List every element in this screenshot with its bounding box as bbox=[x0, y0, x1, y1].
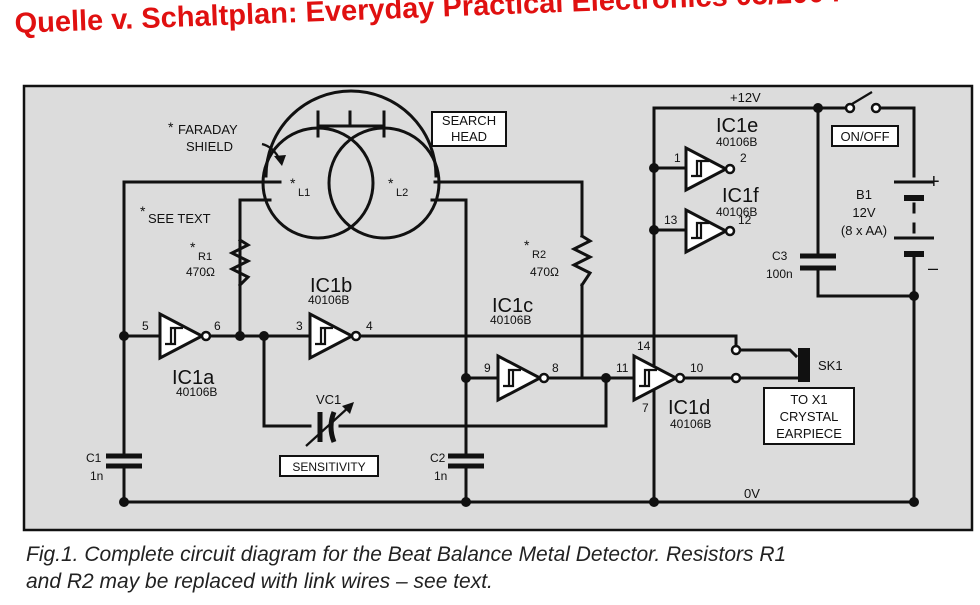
ic1e-label: IC1e bbox=[716, 115, 758, 137]
r1-asterisk: * bbox=[190, 239, 196, 255]
earpiece-line2: CRYSTAL bbox=[780, 409, 839, 424]
sk1-label: SK1 bbox=[818, 358, 843, 373]
faraday-label: FARADAY bbox=[178, 122, 238, 137]
sensitivity-label-box bbox=[279, 455, 379, 477]
faraday-asterisk: * bbox=[168, 119, 174, 135]
pin-2: 2 bbox=[740, 151, 747, 165]
ic1d-label: IC1d bbox=[668, 397, 710, 419]
ic1a-label: IC1a bbox=[172, 367, 215, 389]
pin-10: 10 bbox=[690, 361, 704, 375]
battery-b1 bbox=[894, 180, 934, 272]
labels: * FARADAY SHIELD SEARCH HEAD * L1 * L2 *… bbox=[86, 90, 940, 501]
r1-value: 470Ω bbox=[186, 265, 215, 279]
junctions bbox=[119, 103, 919, 507]
caption-line-1: Fig.1. Complete circuit diagram for the … bbox=[26, 543, 787, 566]
ic1b-part: 40106B bbox=[308, 293, 349, 307]
capacitor-c1 bbox=[106, 440, 142, 478]
sensitivity-label: SENSITIVITY bbox=[292, 460, 365, 474]
pin-6: 6 bbox=[214, 319, 221, 333]
pin-12: 12 bbox=[738, 213, 752, 227]
pin-5: 5 bbox=[142, 319, 149, 333]
resistor-r1 bbox=[228, 237, 252, 288]
gate-ic1c bbox=[496, 353, 550, 403]
pin-7: 7 bbox=[642, 401, 649, 415]
r2-label: R2 bbox=[532, 249, 546, 261]
variable-capacitor-vc1 bbox=[305, 402, 354, 447]
caption-line-2: and R2 may be replaced with link wires –… bbox=[26, 570, 493, 593]
earpiece-line3: EARPIECE bbox=[776, 426, 842, 441]
ic1e-part: 40106B bbox=[716, 135, 757, 149]
ic1c-part: 40106B bbox=[490, 313, 531, 327]
c2-label: C2 bbox=[430, 451, 446, 465]
pin-1: 1 bbox=[674, 151, 681, 165]
ground-label: 0V bbox=[744, 486, 760, 501]
gate-ic1d bbox=[632, 353, 686, 403]
gate-ic1e bbox=[684, 145, 736, 193]
r1-label: R1 bbox=[198, 251, 212, 263]
ic1f-label: IC1f bbox=[722, 185, 759, 207]
c1-label: C1 bbox=[86, 451, 102, 465]
wires bbox=[122, 106, 916, 504]
pin-3: 3 bbox=[296, 319, 303, 333]
gate-ic1b bbox=[308, 311, 362, 361]
earpiece-line1: TO X1 bbox=[790, 392, 827, 407]
b1-value: 12V bbox=[852, 205, 875, 220]
pin-14: 14 bbox=[637, 339, 651, 353]
b1-label: B1 bbox=[856, 187, 872, 202]
ic1b-label: IC1b bbox=[310, 275, 352, 297]
gate-ic1f bbox=[684, 207, 736, 255]
l2-label: L2 bbox=[396, 187, 408, 199]
pin-4: 4 bbox=[366, 319, 373, 333]
diagram-panel bbox=[22, 84, 974, 532]
r2-asterisk: * bbox=[524, 237, 530, 253]
head-label: HEAD bbox=[451, 129, 487, 144]
battery-minus-sign: – bbox=[928, 258, 938, 278]
shield-label: SHIELD bbox=[186, 139, 233, 154]
search-label: SEARCH bbox=[442, 113, 496, 128]
on-off-label: ON/OFF bbox=[840, 129, 889, 144]
ic1f-part: 40106B bbox=[716, 205, 757, 219]
see-text-asterisk: * bbox=[140, 203, 146, 219]
pin-13: 13 bbox=[664, 213, 678, 227]
pin-8: 8 bbox=[552, 361, 559, 375]
c3-value: 100n bbox=[766, 267, 793, 281]
b1-cells: (8 x AA) bbox=[841, 223, 887, 238]
circuit-diagram: * FARADAY SHIELD SEARCH HEAD * L1 * L2 *… bbox=[22, 84, 974, 532]
pin-11: 11 bbox=[616, 361, 629, 375]
capacitor-c2 bbox=[448, 440, 484, 478]
socket-sk1 bbox=[730, 344, 855, 445]
capacitor-c3 bbox=[800, 253, 836, 271]
c1-value: 1n bbox=[90, 469, 103, 483]
battery-plus-sign: + bbox=[928, 171, 940, 193]
faraday-shield bbox=[261, 89, 438, 178]
c3-label: C3 bbox=[772, 249, 788, 263]
c2-value: 1n bbox=[434, 469, 447, 483]
see-text-label: SEE TEXT bbox=[148, 211, 211, 226]
vc1-label: VC1 bbox=[316, 392, 341, 407]
switch-on-off bbox=[831, 91, 899, 147]
resistor-r2 bbox=[570, 233, 594, 288]
figure-caption: Fig.1. Complete circuit diagram for the … bbox=[26, 541, 976, 595]
ic1a-part: 40106B bbox=[176, 385, 217, 399]
supply-label: +12V bbox=[730, 90, 761, 105]
l2-asterisk: * bbox=[388, 175, 394, 191]
r2-value: 470Ω bbox=[530, 265, 559, 279]
gate-ic1a bbox=[158, 311, 212, 361]
ic1c-label: IC1c bbox=[492, 295, 533, 317]
search-head-label-box bbox=[431, 111, 507, 147]
l1-asterisk: * bbox=[290, 175, 296, 191]
l1-label: L1 bbox=[298, 187, 310, 199]
pin-9: 9 bbox=[484, 361, 491, 375]
ic1d-part: 40106B bbox=[670, 417, 711, 431]
